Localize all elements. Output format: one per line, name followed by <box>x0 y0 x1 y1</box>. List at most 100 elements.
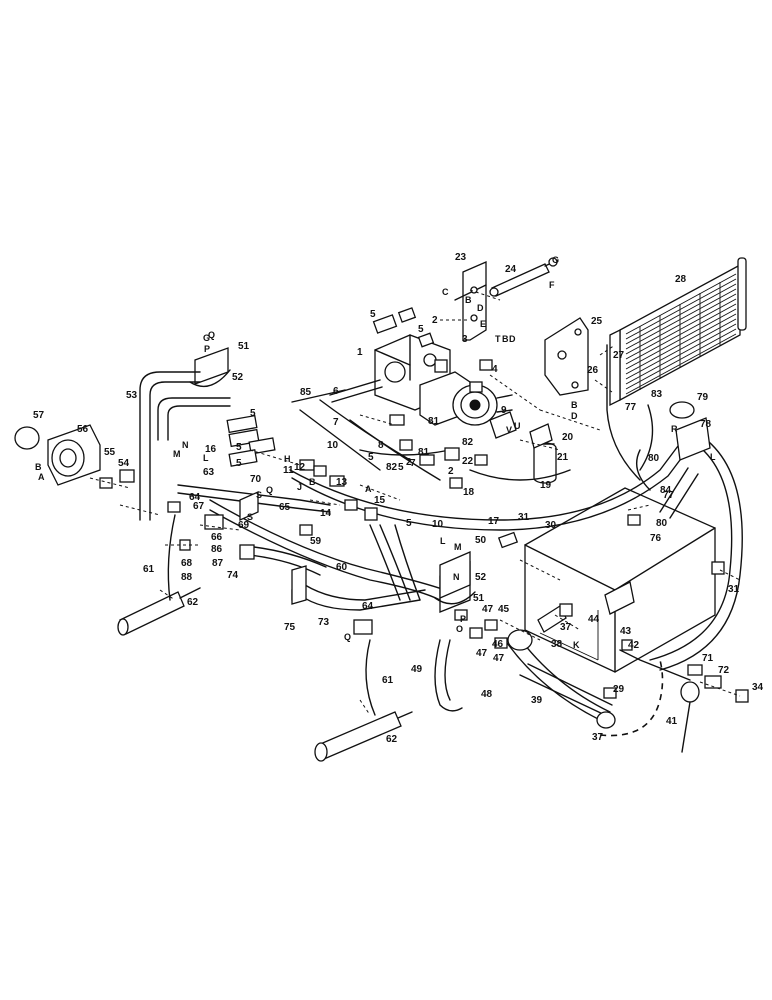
callout-80: 80 <box>648 453 660 464</box>
callout-16: 16 <box>205 444 217 455</box>
callout-8: 8 <box>378 440 384 451</box>
callout-53: 53 <box>126 390 138 401</box>
letter-B: B <box>571 400 578 410</box>
callout-24: 24 <box>505 264 517 275</box>
callout-82: 82 <box>462 437 474 448</box>
letter-N: N <box>182 440 189 450</box>
letter-B: B <box>465 295 472 305</box>
letter-O: O <box>456 624 463 634</box>
callout-72: 72 <box>718 665 730 676</box>
callout-74: 74 <box>227 570 239 581</box>
callout-70: 70 <box>250 474 262 485</box>
fittings <box>99 307 749 753</box>
callout-42: 42 <box>628 640 640 651</box>
callout-86: 86 <box>211 544 223 555</box>
callout-57: 57 <box>33 410 45 421</box>
callout-64: 64 <box>189 492 201 503</box>
callout-29: 29 <box>613 684 625 695</box>
callout-2: 2 <box>432 315 438 326</box>
callout-63: 63 <box>203 467 215 478</box>
callout-2: 2 <box>406 457 412 468</box>
callout-75: 75 <box>284 622 296 633</box>
callout-5: 5 <box>368 452 374 463</box>
callout-80: 80 <box>656 518 668 529</box>
letter-H: H <box>284 454 291 464</box>
letter-T: T <box>495 334 501 344</box>
callout-44: 44 <box>588 614 600 625</box>
oil-filter <box>533 442 557 484</box>
callout-23: 23 <box>455 252 467 263</box>
callout-3: 3 <box>462 334 468 345</box>
callout-71: 71 <box>702 653 714 664</box>
callout-56: 56 <box>77 424 89 435</box>
letter-K: K <box>573 640 580 650</box>
callout-66: 66 <box>211 532 223 543</box>
callout-27: 27 <box>613 350 625 361</box>
callout-numbers: 1 2 2 2 3 4 5 5 5 5 5 5 5 5 6 7 7 8 9 10… <box>33 252 764 745</box>
callout-26: 26 <box>587 365 599 376</box>
callout-47: 47 <box>476 648 488 659</box>
mounting-bracket-25 <box>544 317 589 396</box>
callout-6: 6 <box>333 386 339 397</box>
callout-52: 52 <box>475 572 487 583</box>
callout-19: 19 <box>540 480 552 491</box>
connection-letters: G F C B D E T B D G P N M L A B S Q J L … <box>35 255 716 650</box>
letter-B: B <box>309 477 316 487</box>
callout-76: 76 <box>650 533 662 544</box>
callout-21: 21 <box>557 452 569 463</box>
callout-2: 2 <box>448 466 454 477</box>
callout-1: 1 <box>357 347 363 358</box>
callout-84: 84 <box>660 485 672 496</box>
letter-L: L <box>710 452 716 462</box>
callout-17: 17 <box>488 516 500 527</box>
callout-31: 31 <box>518 512 530 523</box>
letter-F: F <box>549 280 555 290</box>
callout-7: 7 <box>410 458 416 469</box>
callout-38: 38 <box>551 639 563 650</box>
letter-D: D <box>477 303 484 313</box>
letter-E: E <box>480 319 486 329</box>
letter-L: L <box>440 536 446 546</box>
letter-Q: Q <box>344 632 351 642</box>
letter-D: D <box>509 334 516 344</box>
callout-34: 34 <box>752 682 764 693</box>
letter-G: G <box>203 333 210 343</box>
letter-D: D <box>571 411 578 421</box>
callout-61: 61 <box>382 675 394 686</box>
callout-59: 59 <box>310 536 322 547</box>
callout-39: 39 <box>531 695 543 706</box>
callout-28: 28 <box>675 274 687 285</box>
mounting-bracket-23 <box>454 261 487 341</box>
callout-62: 62 <box>187 597 199 608</box>
callout-5: 5 <box>406 518 412 529</box>
callout-73: 73 <box>318 617 330 628</box>
callout-37: 37 <box>560 622 572 633</box>
callout-5: 5 <box>250 408 256 419</box>
clamp-bracket-51-52 <box>189 347 231 388</box>
callout-51: 51 <box>238 341 250 352</box>
callout-10: 10 <box>432 519 444 530</box>
callout-81: 81 <box>418 447 430 458</box>
callout-65: 65 <box>279 502 291 513</box>
leader-lines <box>89 289 741 716</box>
callout-31: 31 <box>728 584 740 595</box>
callout-78: 78 <box>700 419 712 430</box>
oil-cooler-radiator <box>609 257 747 407</box>
callout-85: 85 <box>300 387 312 398</box>
hydraulic-motor <box>452 384 513 426</box>
callout-11: 11 <box>283 465 294 476</box>
callout-68: 68 <box>181 558 193 569</box>
letter-M: M <box>454 542 462 552</box>
callout-10: 10 <box>327 440 339 451</box>
callout-41: 41 <box>666 716 678 727</box>
callout-46: 46 <box>492 639 504 650</box>
callout-5: 5 <box>398 462 404 473</box>
callout-7: 7 <box>333 417 339 428</box>
callout-69: 69 <box>238 520 250 531</box>
callout-12: 12 <box>294 462 306 473</box>
callout-77: 77 <box>663 490 675 501</box>
letter-V: V <box>506 425 512 435</box>
callout-5: 5 <box>236 458 242 469</box>
auxiliary-pump-56 <box>14 424 101 486</box>
callout-61: 61 <box>143 564 155 575</box>
